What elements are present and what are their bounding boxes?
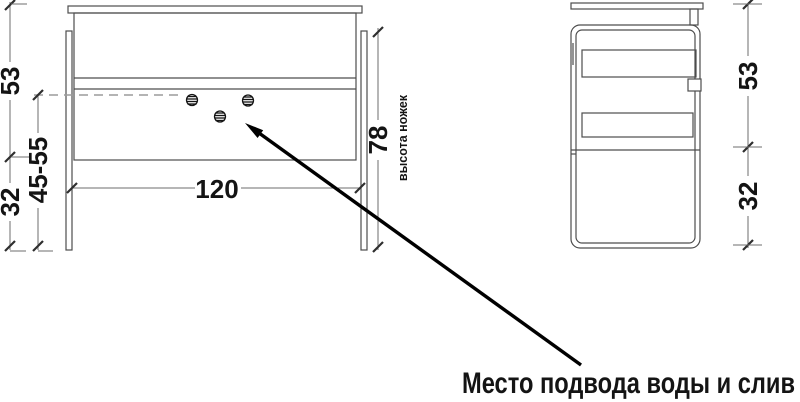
front-view bbox=[34, 5, 368, 251]
dimension-tick bbox=[32, 89, 44, 101]
dimension-tick bbox=[4, 240, 16, 252]
front-width-dimension: 120 bbox=[66, 174, 366, 204]
side-body-inner bbox=[575, 29, 696, 244]
dimension-tick bbox=[66, 182, 78, 194]
side-back-rail bbox=[689, 8, 699, 26]
dimension-tick bbox=[4, 151, 16, 163]
water-point-icon bbox=[185, 93, 199, 107]
side-drawer-rail-bottom bbox=[581, 112, 694, 138]
side-body-outer bbox=[570, 24, 701, 249]
dimension-tick bbox=[354, 182, 366, 194]
dimension-tick bbox=[32, 240, 44, 252]
water-connection-points bbox=[185, 93, 255, 123]
side-view-dimensions: 53 32 bbox=[733, 0, 763, 251]
dimension-tick bbox=[372, 241, 384, 253]
front-view-dimensions: 53 32 45-55 78 высота ножек 120 bbox=[0, 0, 410, 253]
side-dim-top-height: 53 bbox=[733, 62, 763, 91]
side-view bbox=[570, 2, 704, 249]
water-point-icon bbox=[213, 110, 227, 123]
side-dim-bottom-height: 32 bbox=[733, 182, 763, 211]
front-right-leg bbox=[360, 30, 368, 251]
side-drawer-rail-top bbox=[581, 49, 697, 78]
front-dim-leg-height: 78 bbox=[363, 126, 393, 155]
dimension-tick bbox=[372, 26, 384, 38]
front-left-leg bbox=[65, 30, 73, 251]
front-connection-height-dimension: 45-55 bbox=[23, 89, 53, 252]
front-leg-height-dimension: 78 высота ножек bbox=[363, 26, 410, 253]
front-countertop bbox=[67, 5, 363, 14]
front-cabinet-body bbox=[73, 12, 357, 161]
side-mount-tab bbox=[687, 78, 702, 92]
water-annotation: Место подвода воды и слив bbox=[245, 123, 795, 400]
dimension-tick bbox=[4, 0, 16, 11]
side-countertop bbox=[570, 2, 704, 10]
front-dim-connection-height: 45-55 bbox=[23, 137, 53, 204]
front-overall-height-dimension: 53 32 bbox=[0, 0, 29, 252]
front-dim-width: 120 bbox=[195, 174, 238, 204]
annotation-arrowhead-icon bbox=[245, 123, 264, 138]
water-point-icon bbox=[241, 94, 255, 107]
water-note-label: Место подвода воды и слив bbox=[462, 367, 795, 400]
leg-height-caption: высота ножек bbox=[396, 94, 410, 181]
front-dim-top-height: 53 bbox=[0, 67, 25, 96]
front-dim-bottom-height: 32 bbox=[0, 188, 25, 217]
annotation-arrow-line bbox=[258, 131, 582, 367]
